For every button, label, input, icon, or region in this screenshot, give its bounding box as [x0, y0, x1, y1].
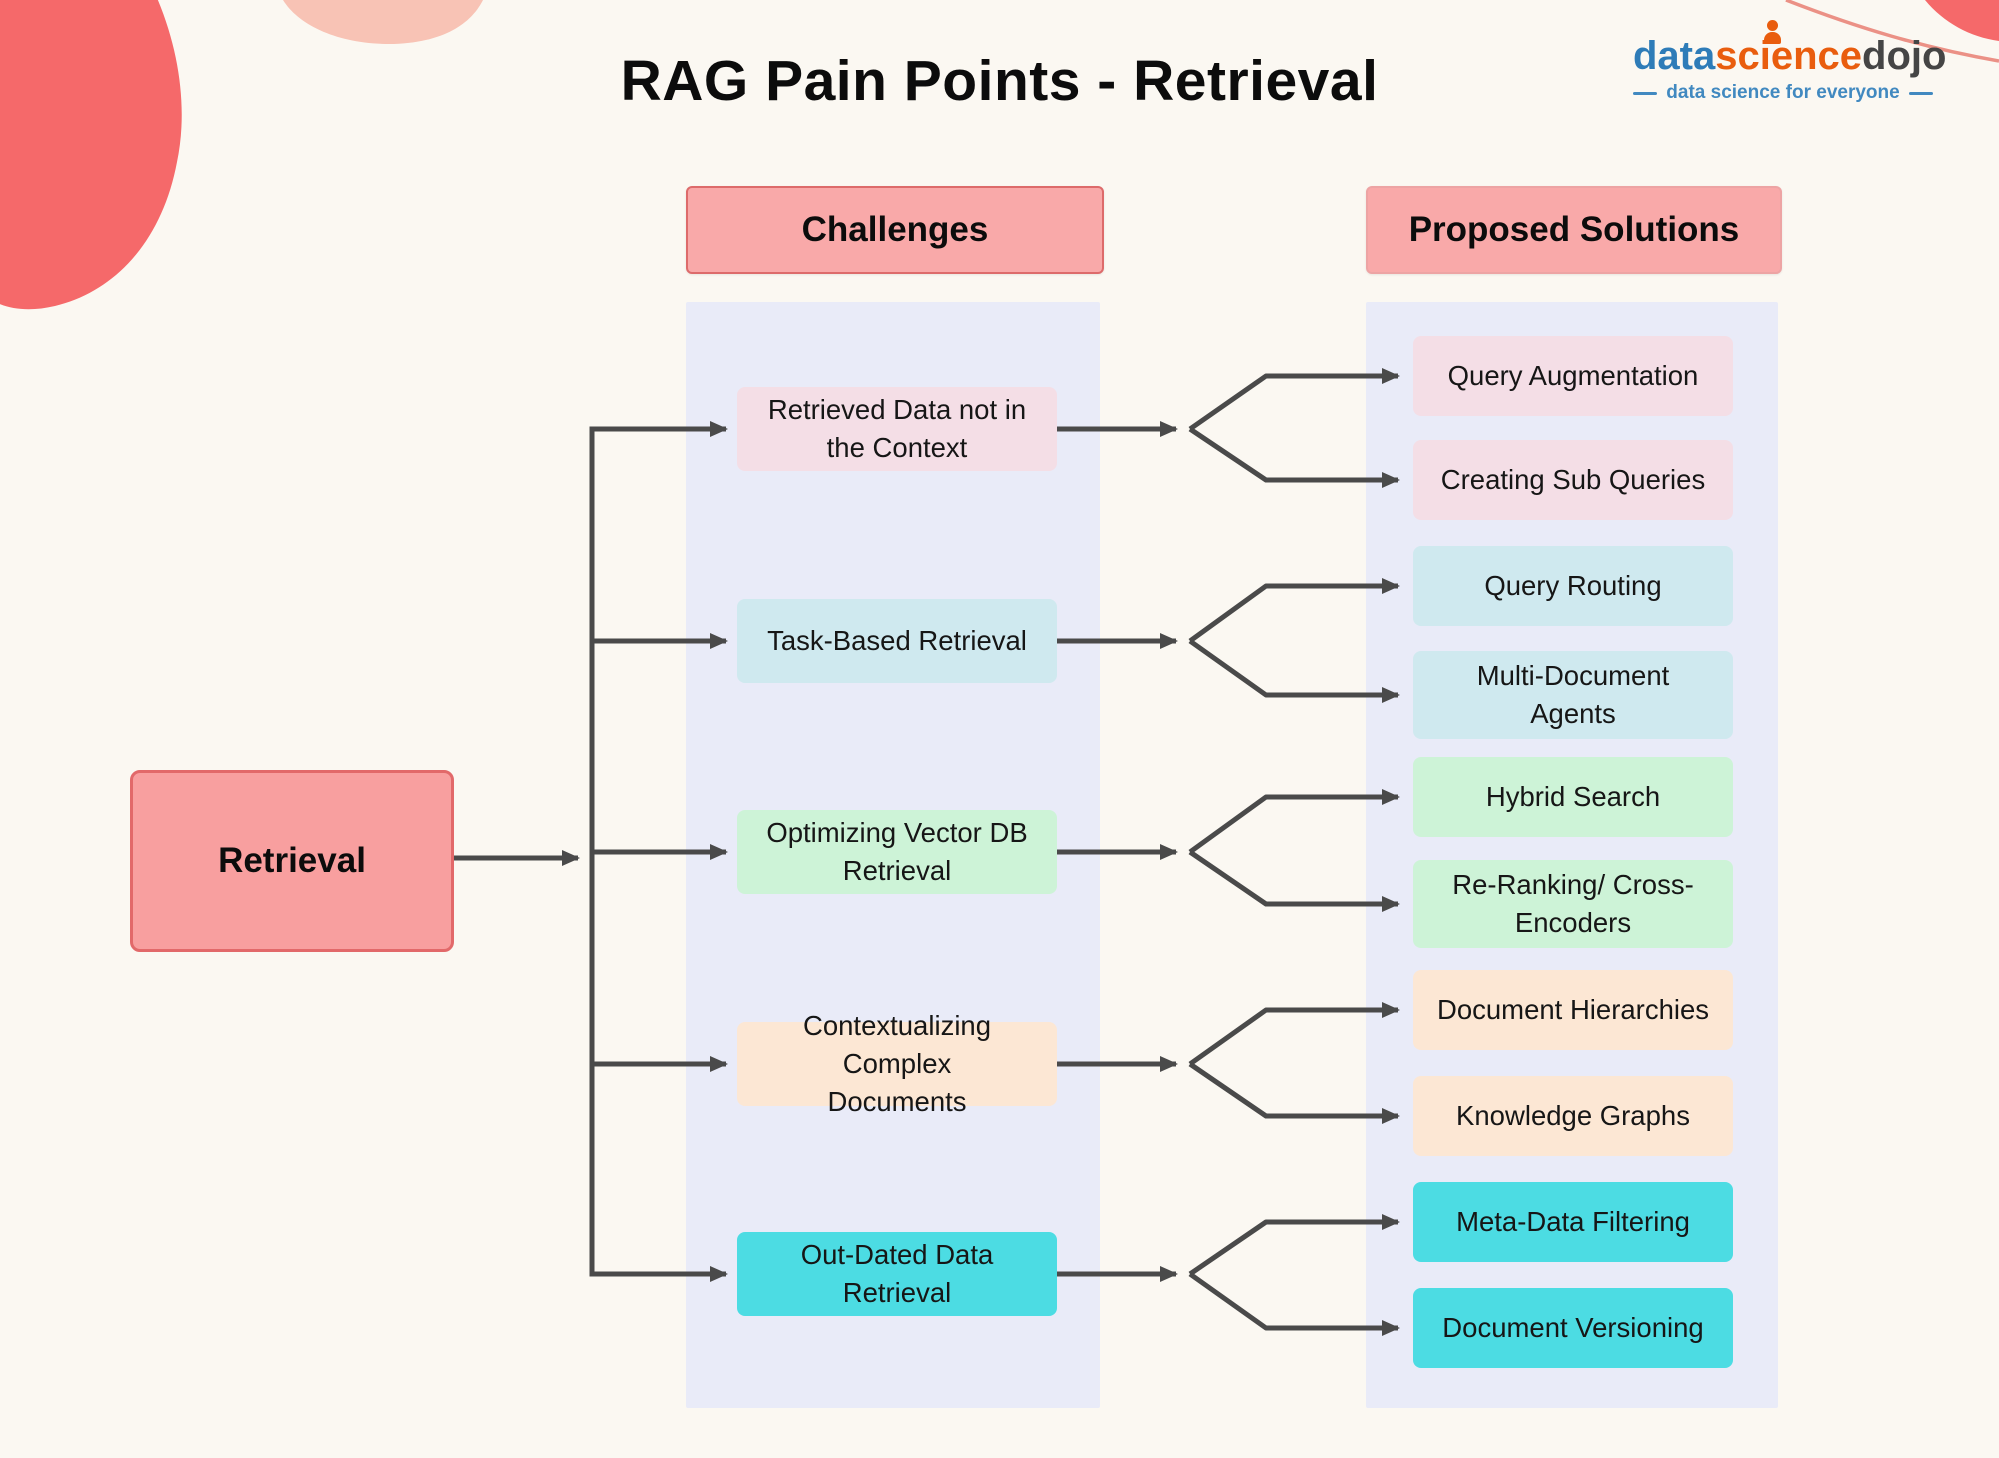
solution-node-sub-queries: Creating Sub Queries — [1413, 440, 1733, 520]
solution-node-query-augmentation: Query Augmentation — [1413, 336, 1733, 416]
solution-node-hybrid-search: Hybrid Search — [1413, 757, 1733, 837]
logo-word-dojo: dojo — [1862, 34, 1947, 78]
blob-coral-top-left — [0, 0, 182, 310]
challenge-node-contextualizing: Contextualizing Complex Documents — [737, 1010, 1057, 1117]
challenge-node-task-based: Task-Based Retrieval — [737, 599, 1057, 683]
person-icon — [1764, 20, 1781, 46]
solutions-header: Proposed Solutions — [1366, 186, 1782, 274]
solutions-header-label: Proposed Solutions — [1408, 210, 1740, 249]
challenge-node-retrieved-data: Retrieved Data not in the Context — [737, 387, 1057, 471]
solution-node-knowledge-graphs: Knowledge Graphs — [1413, 1076, 1733, 1156]
tagline-dash-right — [1908, 91, 1933, 95]
solution-node-doc-versioning: Document Versioning — [1413, 1288, 1733, 1368]
retrieval-node: Retrieval — [130, 770, 454, 952]
solution-node-doc-hierarchies: Document Hierarchies — [1413, 970, 1733, 1050]
challenges-header-label: Challenges — [801, 210, 989, 249]
logo-wordmark: datasciencedojo — [1633, 20, 1946, 78]
logo-word-science: science — [1715, 34, 1863, 78]
tagline-text: data science for everyone — [1666, 82, 1900, 103]
solution-node-metadata-filtering: Meta-Data Filtering — [1413, 1182, 1733, 1262]
retrieval-node-label: Retrieval — [218, 840, 366, 880]
solution-node-reranking: Re-Ranking/ Cross-Encoders — [1413, 860, 1733, 948]
solution-node-query-routing: Query Routing — [1413, 546, 1733, 626]
tagline-dash-left — [1633, 91, 1658, 95]
page-title: RAG Pain Points - Retrieval — [620, 49, 1379, 113]
logo-word-data: data — [1633, 34, 1716, 78]
solution-node-multi-doc-agents: Multi-Document Agents — [1413, 651, 1733, 739]
challenge-node-vector-db: Optimizing Vector DB Retrieval — [737, 810, 1057, 894]
challenges-header: Challenges — [686, 186, 1104, 274]
challenge-node-outdated-data: Out-Dated Data Retrieval — [737, 1232, 1057, 1316]
blob-salmon-top — [283, 0, 483, 45]
datasciencedojo-logo: datasciencedojo data science for everyon… — [1633, 20, 1946, 104]
logo-tagline: data science for everyone — [1633, 82, 1933, 104]
